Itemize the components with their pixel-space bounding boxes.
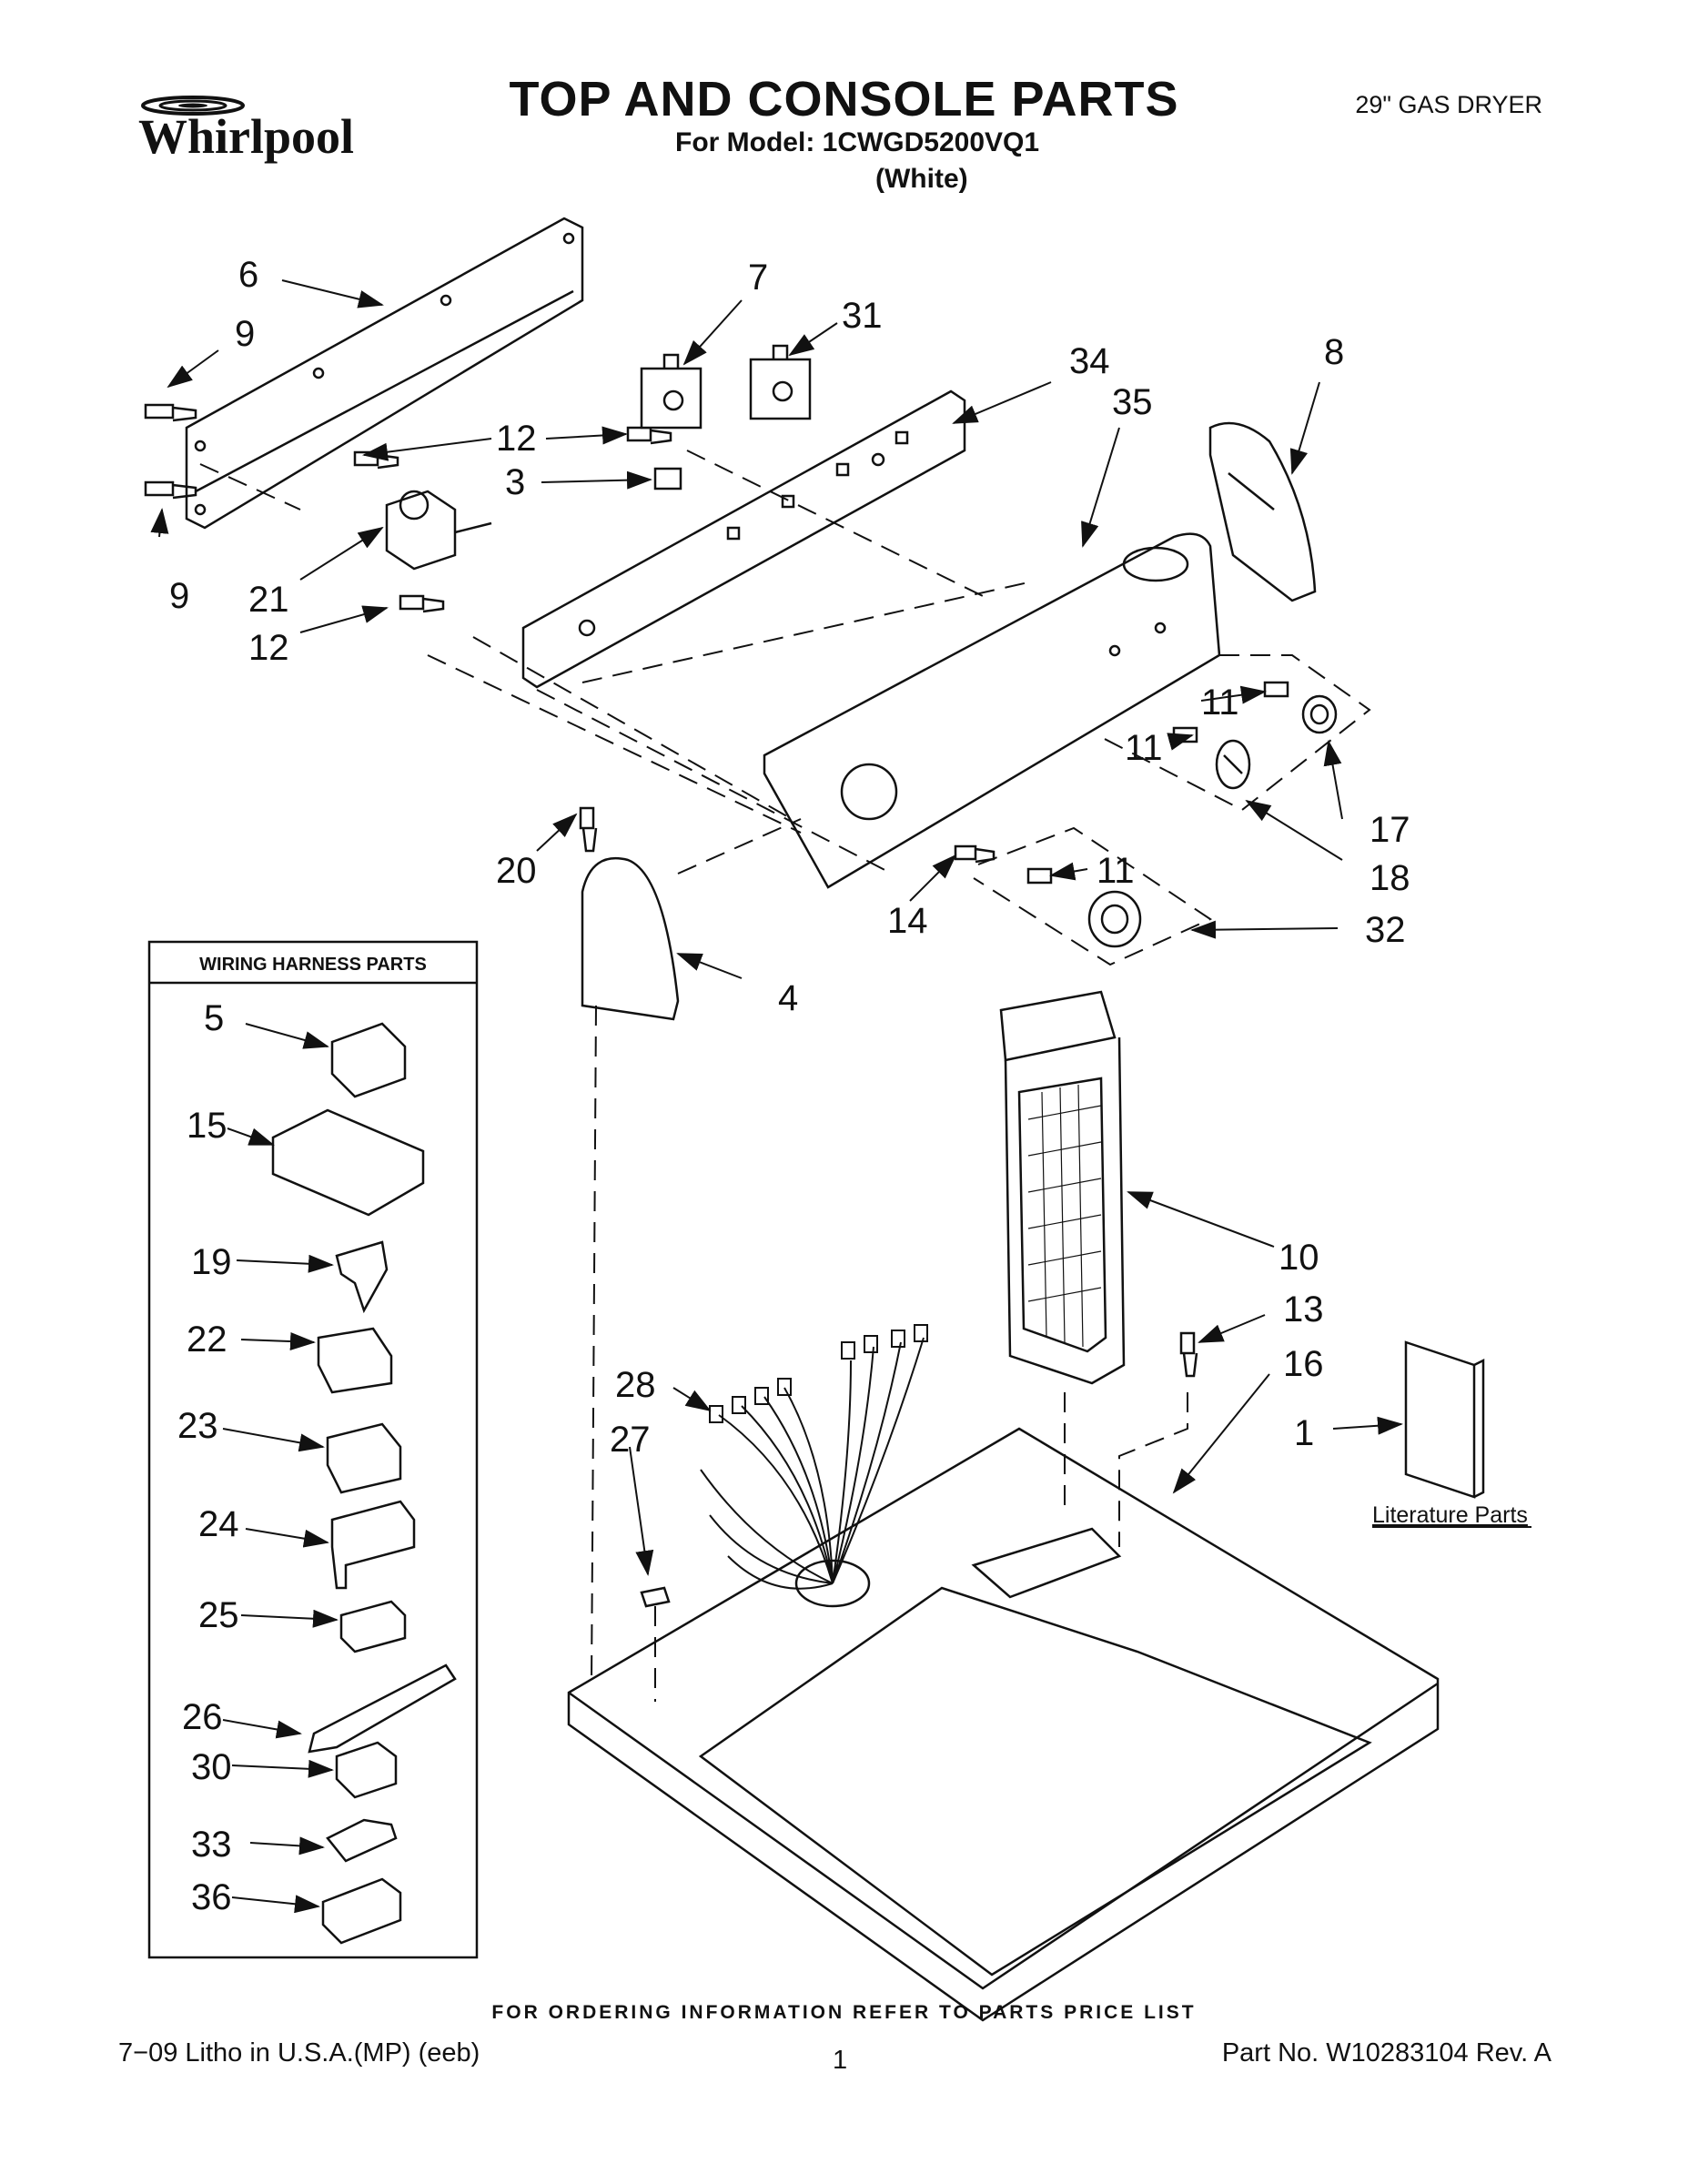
switch-part-7 xyxy=(640,353,702,430)
callout-36: 36 xyxy=(191,1877,232,1917)
callout-32: 32 xyxy=(1365,910,1406,950)
harness-part-15 xyxy=(271,1108,425,1217)
screw-9-lower xyxy=(144,480,197,500)
callout-7: 7 xyxy=(748,258,768,298)
screw-part-14 xyxy=(954,844,996,864)
callout-11-c: 11 xyxy=(1097,851,1135,891)
brand-wordmark: Whirlpool xyxy=(138,109,354,164)
callout-1: 1 xyxy=(1294,1413,1314,1453)
callout-4: 4 xyxy=(778,978,798,1018)
callout-14: 14 xyxy=(887,901,928,941)
page-number: 1 xyxy=(833,2046,848,2075)
callout-10: 10 xyxy=(1279,1238,1319,1278)
callout-21: 21 xyxy=(248,580,289,620)
rear-bracket-part xyxy=(185,217,584,530)
callout-12-lower: 12 xyxy=(248,628,289,668)
model-color: (White) xyxy=(875,164,968,194)
callout-20: 20 xyxy=(496,851,537,891)
callout-24: 24 xyxy=(198,1504,239,1544)
console-part-35 xyxy=(763,532,1221,889)
end-cap-part-8 xyxy=(1208,421,1317,602)
screw-part-13 xyxy=(1179,1331,1198,1378)
callout-28: 28 xyxy=(615,1365,656,1405)
callout-3: 3 xyxy=(505,462,525,502)
callout-13: 13 xyxy=(1283,1289,1324,1330)
screw-part-20 xyxy=(579,806,598,853)
callout-23: 23 xyxy=(177,1406,218,1446)
page-title: TOP AND CONSOLE PARTS xyxy=(509,72,1179,126)
harness-part-25 xyxy=(339,1600,407,1653)
switch-part-31 xyxy=(749,344,812,420)
top-panel-part-16 xyxy=(567,1427,1440,2022)
callout-19: 19 xyxy=(191,1242,232,1282)
product-type: 29" GAS DRYER xyxy=(1355,91,1542,118)
timer-part-21 xyxy=(385,490,492,571)
callout-16: 16 xyxy=(1283,1344,1324,1384)
ordering-note: FOR ORDERING INFORMATION REFER TO PARTS … xyxy=(491,2002,1197,2023)
screw-9-upper xyxy=(144,403,197,422)
callout-11-a: 11 xyxy=(1201,682,1239,723)
harness-part-23 xyxy=(326,1422,402,1494)
callout-25: 25 xyxy=(198,1595,239,1635)
end-cap-part-4 xyxy=(581,857,680,1021)
callout-5: 5 xyxy=(204,998,224,1038)
callout-9-upper: 9 xyxy=(235,314,255,354)
harness-part-33 xyxy=(326,1818,398,1863)
spring-11-c xyxy=(1026,867,1053,885)
harness-part-24 xyxy=(330,1500,416,1590)
callout-6: 6 xyxy=(238,255,258,295)
harness-part-30 xyxy=(335,1741,398,1799)
callout-12-upper: 12 xyxy=(496,419,537,459)
clip-part-27 xyxy=(640,1586,671,1608)
harness-part-26 xyxy=(308,1663,457,1754)
harness-part-36 xyxy=(321,1877,402,1945)
callout-8: 8 xyxy=(1324,332,1344,372)
harness-part-5 xyxy=(330,1022,407,1098)
control-panel-part-34 xyxy=(521,389,966,689)
screw-12-b xyxy=(626,426,672,445)
part-number: Part No. W10283104 Rev. A xyxy=(1221,2038,1552,2068)
litho-info: 7−09 Litho in U.S.A.(MP) (eeb) xyxy=(118,2038,480,2068)
callout-31: 31 xyxy=(842,296,883,336)
wire-harness-part-28 xyxy=(700,1324,928,1590)
callout-18: 18 xyxy=(1370,858,1410,898)
callout-30: 30 xyxy=(191,1747,232,1787)
callout-34: 34 xyxy=(1069,341,1110,381)
callout-26: 26 xyxy=(182,1697,223,1737)
callout-27: 27 xyxy=(610,1420,651,1460)
callout-35: 35 xyxy=(1112,382,1153,422)
harness-box-title: WIRING HARNESS PARTS xyxy=(199,955,427,975)
harness-part-22 xyxy=(317,1327,393,1394)
callout-15: 15 xyxy=(187,1106,227,1146)
knob-part-18 xyxy=(1215,739,1251,790)
screw-12-a xyxy=(353,450,399,470)
knob-part-32 xyxy=(1087,890,1142,948)
harness-part-19 xyxy=(335,1240,389,1314)
callout-9-lower: 9 xyxy=(169,576,189,616)
callout-33: 33 xyxy=(191,1825,232,1865)
model-line: For Model: 1CWGD5200VQ1 xyxy=(675,127,1040,157)
callout-17: 17 xyxy=(1370,810,1410,850)
screw-12-c xyxy=(399,594,445,613)
literature-part-1 xyxy=(1404,1340,1485,1499)
knob-part-17 xyxy=(1301,694,1338,734)
clip-part-3 xyxy=(653,467,682,490)
lint-screen-part-10 xyxy=(999,990,1126,1385)
callout-11-b: 11 xyxy=(1125,728,1163,768)
whirlpool-logo: Whirlpool xyxy=(138,96,354,164)
literature-parts-label: Literature Parts xyxy=(1372,1502,1528,1528)
spring-11-a xyxy=(1263,681,1289,698)
wiring-harness-box xyxy=(147,940,479,1959)
callout-22: 22 xyxy=(187,1320,227,1360)
